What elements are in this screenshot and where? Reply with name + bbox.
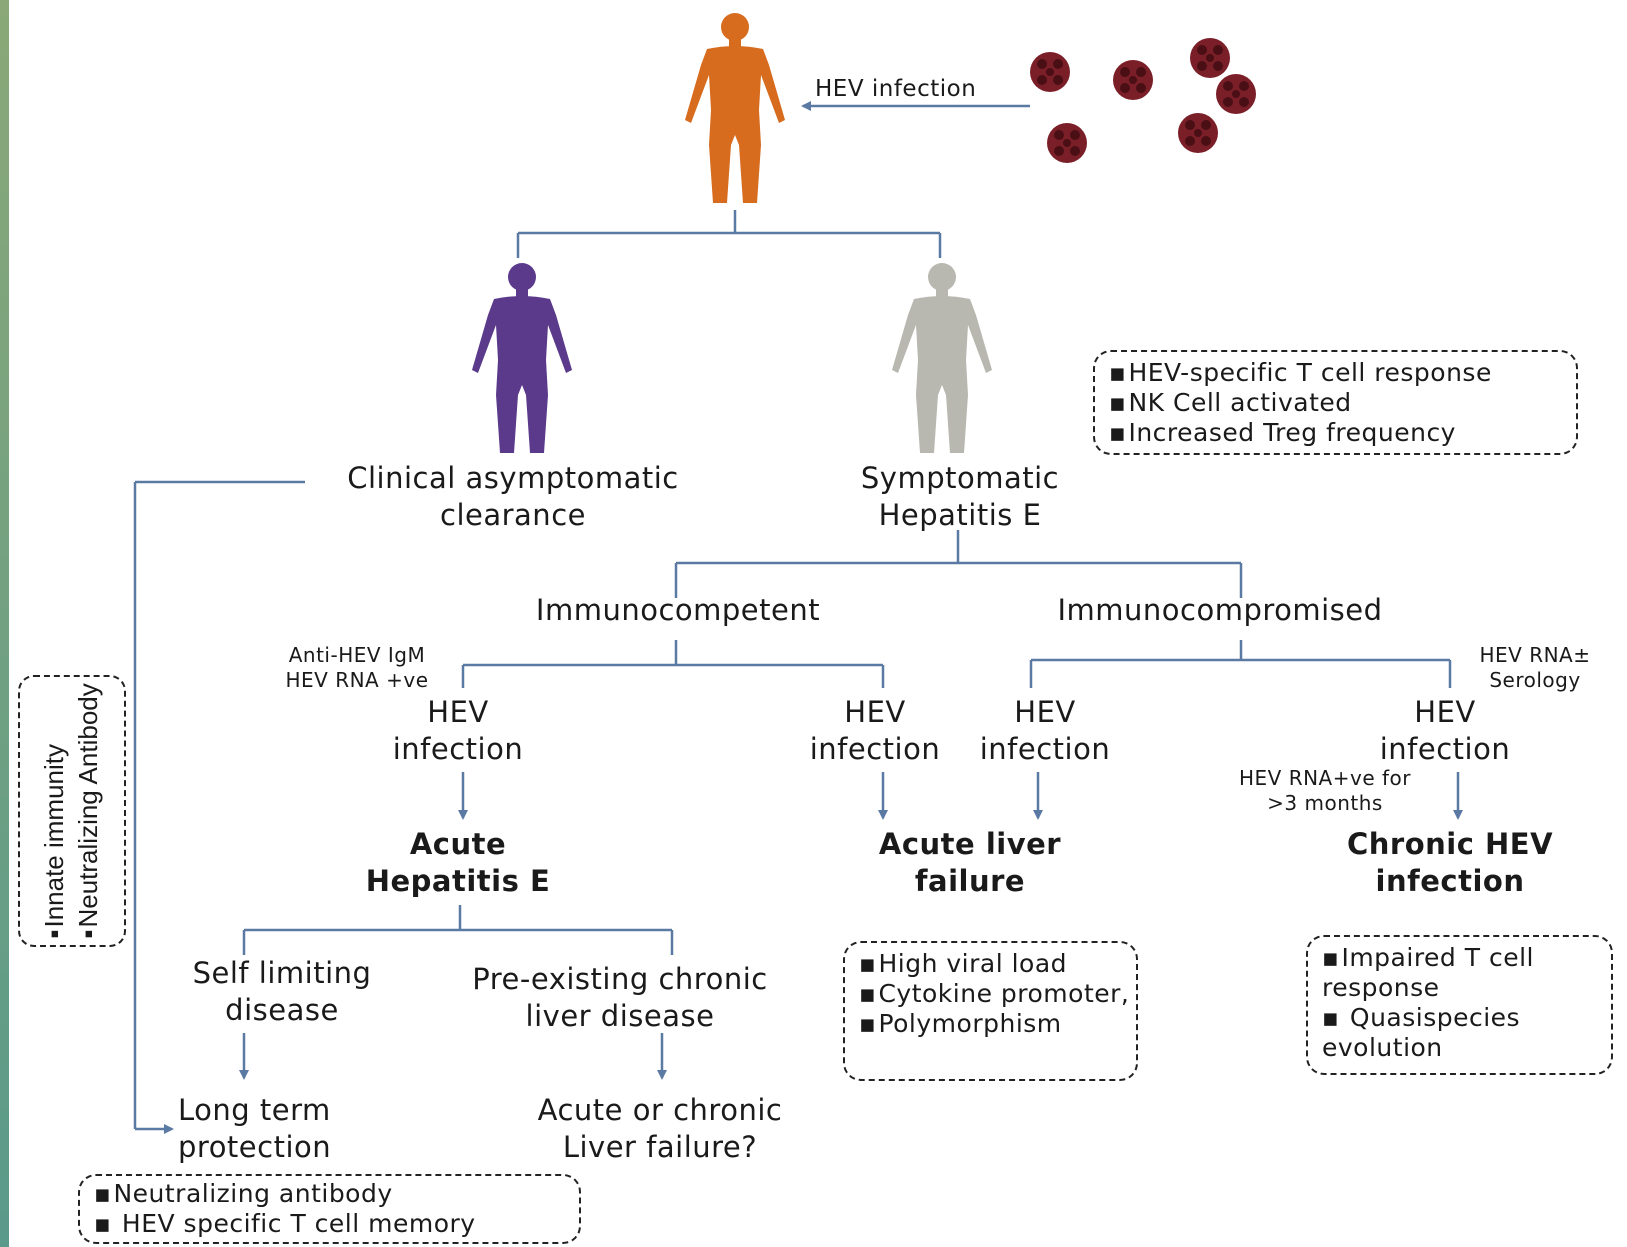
virus-particle-icon — [1190, 38, 1230, 78]
outcome-acute-liver-failure: Acute liver failure — [878, 827, 1062, 899]
branch-asymptomatic: Clinical asymptomatic clearance — [347, 461, 679, 533]
box-item: Cytokine promoter, — [859, 979, 1128, 1009]
hev-infection-node: HEV infection — [979, 695, 1111, 767]
marker-rna-serology: HEV RNA± Serology — [1479, 643, 1591, 692]
box-item: Quasispecies evolution — [1322, 1003, 1597, 1063]
box-protection-factors: Neutralizing antibody HEV specific T cel… — [78, 1174, 581, 1244]
branch-symptomatic: Symptomatic Hepatitis E — [860, 461, 1060, 533]
box-tcell-response: HEV-specific T cell response NK Cell act… — [1093, 350, 1578, 455]
box-liver-failure-factors: High viral load Cytokine promoter, Polym… — [843, 941, 1138, 1081]
subgroup-immunocompetent: Immunocompetent — [535, 593, 821, 627]
box-item: NK Cell activated — [1109, 388, 1562, 418]
box-item: HEV-specific T cell response — [1109, 358, 1562, 388]
box-item: Polymorphism — [859, 1009, 1122, 1039]
asymptomatic-person-icon — [472, 263, 572, 453]
branch-preexisting: Pre-existing chronic liver disease — [472, 962, 768, 1034]
left-edge-strip — [0, 0, 9, 1247]
box-item: High viral load — [859, 949, 1122, 979]
hev-infection-node: HEV infection — [1379, 695, 1511, 767]
final-liver-failure: Acute or chronic Liver failure? — [537, 1093, 783, 1165]
virus-particle-icon — [1113, 60, 1153, 100]
hev-infection-node: HEV infection — [809, 695, 941, 767]
box-item: Increased Treg frequency — [1109, 418, 1562, 448]
subgroup-immunocompromised: Immunocompromised — [1057, 593, 1383, 627]
marker-igm: Anti-HEV IgM HEV RNA +ve — [285, 643, 429, 692]
infection-arrow-label: HEV infection — [815, 76, 977, 102]
box-item: Neutralizing antibody — [94, 1179, 565, 1209]
virus-particle-icon — [1030, 52, 1070, 92]
symptomatic-person-icon — [892, 263, 992, 453]
hev-infection-node: HEV infection — [392, 695, 524, 767]
box-left-immunity: Innate immunity Neutralizing Antibody — [18, 675, 126, 947]
branch-self-limiting: Self limiting disease — [192, 956, 372, 1028]
box-item: Innate immunity — [38, 683, 72, 938]
connector-lines — [133, 101, 1463, 1134]
virus-particle-icon — [1047, 123, 1087, 163]
infected-person-icon — [685, 13, 785, 203]
box-chronic-factors: Impaired T cell response Quasispecies ev… — [1306, 935, 1613, 1075]
marker-rna-months: HEV RNA+ve for >3 months — [1238, 766, 1411, 815]
virus-particle-icon — [1178, 113, 1218, 153]
outcome-chronic: Chronic HEV infection — [1346, 827, 1554, 899]
box-item: Impaired T cell response — [1322, 943, 1597, 1003]
virus-particle-icon — [1216, 74, 1256, 114]
box-item: HEV specific T cell memory — [94, 1209, 565, 1239]
final-long-term-protection: Long term protection — [178, 1093, 332, 1165]
box-item: Neutralizing Antibody — [72, 683, 106, 938]
outcome-acute-hepatitis: Acute Hepatitis E — [365, 827, 551, 899]
